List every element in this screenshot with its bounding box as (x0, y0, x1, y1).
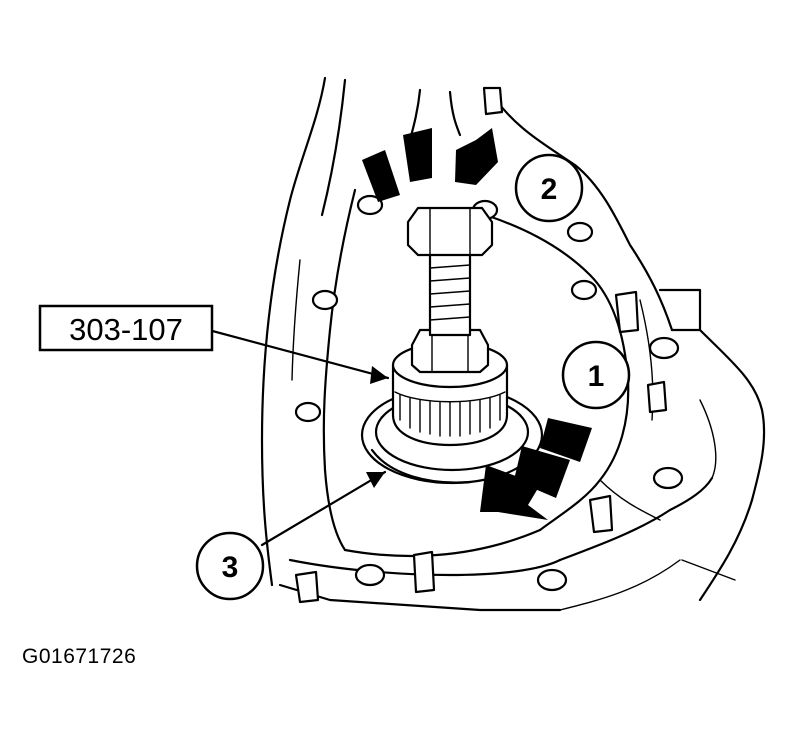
seal-remover-tool (391, 206, 509, 447)
callout-3-label: 3 (222, 551, 239, 584)
motion-arrows-lower (480, 418, 592, 520)
callout-2-label: 2 (541, 173, 558, 206)
callout-1-label: 1 (588, 360, 605, 393)
leader-lines (188, 323, 390, 547)
callout-1: 1 (561, 340, 631, 410)
callout-2: 2 (514, 153, 584, 223)
figure-id: G01671726 (22, 645, 137, 668)
motion-arrows-upper (362, 128, 498, 202)
tool-label: 303-107 (69, 312, 183, 347)
transaxle-housing (260, 76, 766, 612)
callout-3: 3 (195, 531, 265, 601)
housing-bolts (294, 86, 684, 604)
tool-label-box: 303-107 (38, 304, 214, 352)
